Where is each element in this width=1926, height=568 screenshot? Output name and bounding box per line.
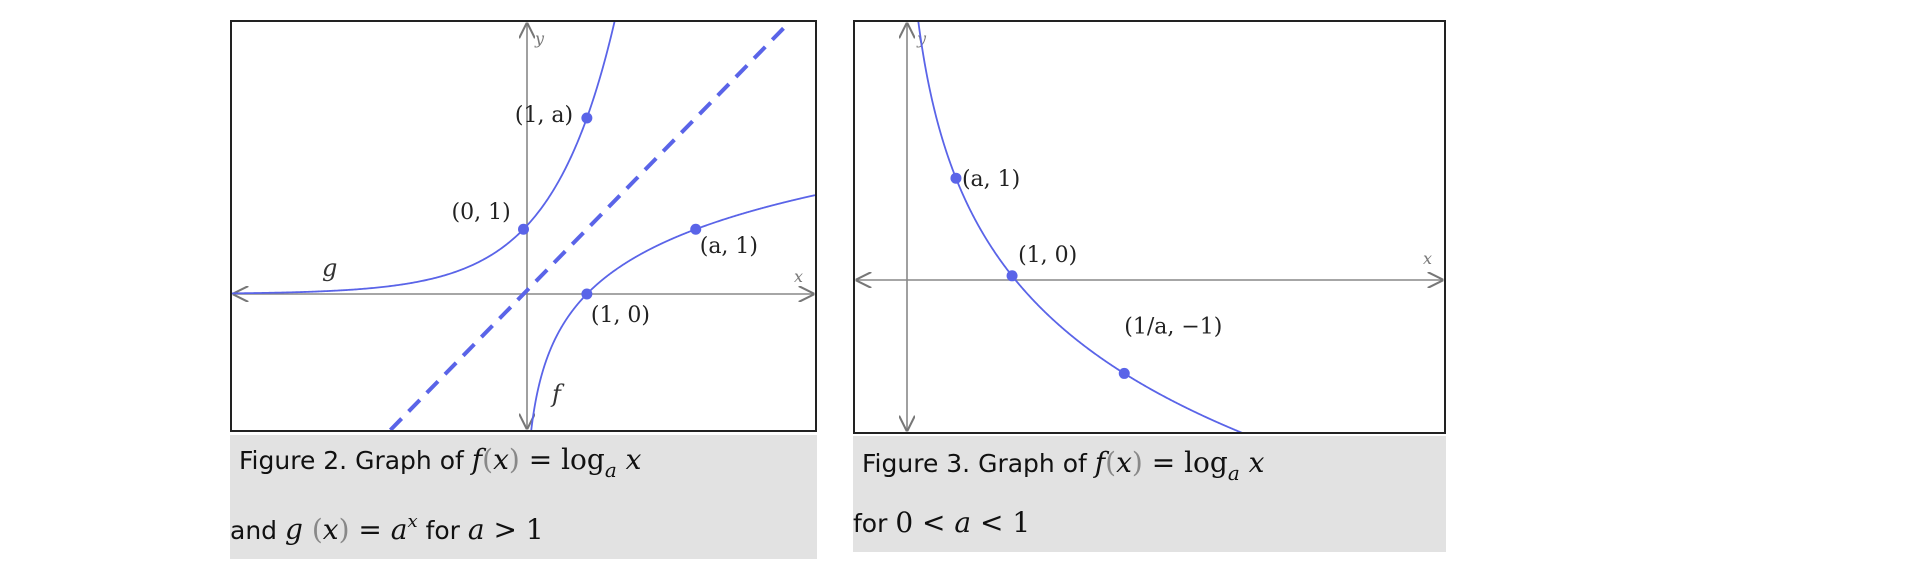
figure-2-caption-line-1: Figure 2. Graph of f(x) = loga x — [239, 443, 641, 482]
figure-3-point-label-2: (1, 0) — [1018, 243, 1077, 268]
figure-2-caption-text-2: and — [230, 516, 285, 545]
figure-2-caption-math-3: a > 1 — [467, 513, 544, 546]
figure-2-caption-line-2: and g (x) = ax for a > 1 — [230, 511, 544, 546]
figure-2-point-label-1: (1, a) — [515, 103, 573, 128]
figure-3-x-axis-label: x — [1423, 249, 1432, 268]
figure-3-caption: Figure 3. Graph of f(x) = loga x for 0 <… — [853, 436, 1446, 552]
figure-2-point-label-2: (0, 1) — [452, 200, 511, 225]
figure-2-point-3 — [690, 223, 702, 235]
figure-2-point-2 — [518, 223, 529, 235]
figure-2-svg: x y g f (1, a) (0, 1) (a, 1) (1, 0) — [232, 22, 815, 430]
figure-3-point-2 — [1006, 270, 1018, 282]
figure-2-point-1 — [581, 112, 593, 124]
figure-3-point-1 — [950, 172, 962, 184]
figure-2-caption-text-1: Figure 2. Graph of — [239, 446, 472, 475]
figure-3-caption-math-2: 0 < a < 1 — [895, 506, 1031, 539]
figure-3-caption-text-1: Figure 3. Graph of — [862, 449, 1095, 478]
figure-2-curve-f — [530, 194, 815, 430]
figure-3-caption-text-2: for — [853, 509, 896, 538]
figure-2-identity-line — [388, 22, 792, 430]
figure-3-point-label-1: (a, 1) — [962, 167, 1020, 192]
figure-2-label-f: f — [550, 380, 565, 408]
figure-3-curve-f — [917, 22, 1243, 432]
figure-2-plot: x y g f (1, a) (0, 1) (a, 1) (1, 0) — [230, 20, 817, 432]
figure-2-caption-text-3: for — [417, 516, 468, 545]
figure-3-caption-line-2: for 0 < a < 1 — [853, 506, 1030, 539]
figure-3-point-label-3: (1/a, −1) — [1124, 314, 1222, 339]
figure-2-label-g: g — [322, 254, 337, 282]
figure-3-plot: x y (a, 1)(1, 0)(1/a, −1) — [853, 20, 1446, 434]
figure-2-point-label-3: (a, 1) — [700, 234, 758, 259]
figure-3-caption-line-1: Figure 3. Graph of f(x) = loga x — [862, 446, 1264, 485]
figure-2-y-axis-label: y — [534, 29, 545, 48]
figure-2-point-4 — [581, 288, 593, 300]
figure-2-caption-math-2: g (x) = ax — [284, 511, 418, 546]
figure-2-caption: Figure 2. Graph of f(x) = loga x and g (… — [230, 435, 817, 559]
figure-2-caption-math-1: f(x) = loga x — [471, 443, 642, 482]
figure-2-point-label-4: (1, 0) — [591, 303, 650, 328]
figure-3-caption-math-1: f(x) = loga x — [1094, 446, 1265, 485]
figure-3-svg: x y (a, 1)(1, 0)(1/a, −1) — [855, 22, 1444, 432]
figure-2-curve-g — [232, 22, 616, 295]
figure-2-x-axis-label: x — [794, 267, 803, 286]
figure-3-point-3 — [1118, 367, 1130, 379]
